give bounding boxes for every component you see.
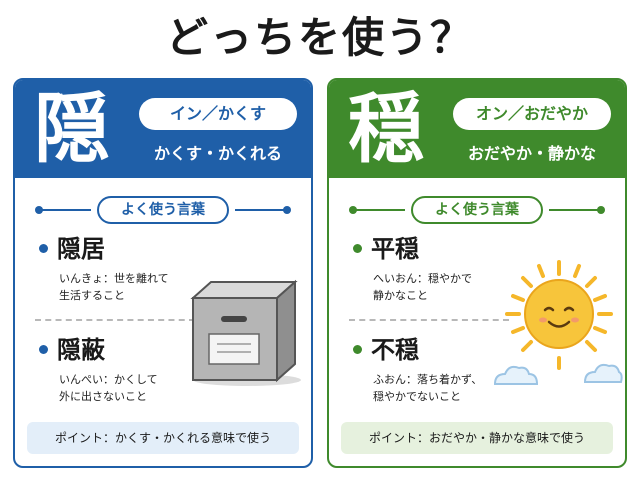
meaning-text: かくす・かくれる (153, 144, 282, 163)
section-line (39, 209, 91, 211)
word-title: 平穏 (371, 235, 419, 263)
bullet-icon (39, 345, 48, 354)
reading-badge: オン／おだやか (453, 98, 611, 130)
dashed-divider (349, 319, 509, 321)
section-line (235, 209, 287, 211)
word-description-line: 外に出さないこと (59, 390, 147, 403)
word-description-line: ふおん：落ち着かず、 (373, 373, 483, 386)
kanji-card-in: 隠 イン／かくす かくす・かくれる よく使う言葉 隠居 いんきょ：世を離れて 生… (13, 78, 313, 468)
reading-badge: イン／かくす (139, 98, 297, 130)
dashed-divider (35, 319, 195, 321)
card-header: 穏 オン／おだやか おだやか・静かな (329, 80, 625, 178)
card-header: 隠 イン／かくす かくす・かくれる (15, 80, 311, 178)
word-description-line: 穏やかでないこと (373, 390, 461, 403)
section-label: よく使う言葉 (411, 196, 543, 224)
kanji-character: 隠 (34, 84, 110, 173)
word-description: いんぺい：かくして 外に出さないこと (59, 371, 209, 405)
section-line-dot (283, 206, 291, 214)
word-title: 不穏 (371, 336, 419, 364)
bullet-icon (353, 345, 362, 354)
word-title: 隠居 (57, 235, 105, 263)
word-description: いんきょ：世を離れて 生活すること (59, 270, 209, 304)
section-label: よく使う言葉 (97, 196, 229, 224)
section-line-dot (597, 206, 605, 214)
box-icon (190, 279, 301, 386)
page-title: どっちを使う？ (165, 13, 474, 62)
kanji-character: 穏 (348, 84, 424, 173)
meaning-text: おだやか・静かな (467, 144, 596, 163)
kanji-card-on: 穏 オン／おだやか おだやか・静かな よく使う言葉 平穏 へいおん：穏やかで 静… (327, 78, 627, 468)
word-description-line: いんぺい：かくして (59, 373, 158, 386)
bullet-icon (353, 244, 362, 253)
word-description-line: へいおん：穏やかで (373, 272, 472, 285)
bullet-icon (39, 244, 48, 253)
point-note: ポイント：かくす・かくれる意味で使う (27, 422, 299, 454)
section-line (549, 209, 601, 211)
word-description-line: いんきょ：世を離れて (59, 272, 169, 285)
smiling-sun-icon (493, 260, 623, 385)
word-title: 隠蔽 (57, 336, 105, 364)
word-description: ふおん：落ち着かず、 穏やかでないこと (373, 371, 523, 405)
point-note: ポイント：おだやか・静かな意味で使う (341, 422, 613, 454)
word-description-line: 生活すること (59, 289, 125, 302)
section-line (353, 209, 405, 211)
word-description-line: 静かなこと (373, 289, 428, 302)
word-description: へいおん：穏やかで 静かなこと (373, 270, 523, 304)
